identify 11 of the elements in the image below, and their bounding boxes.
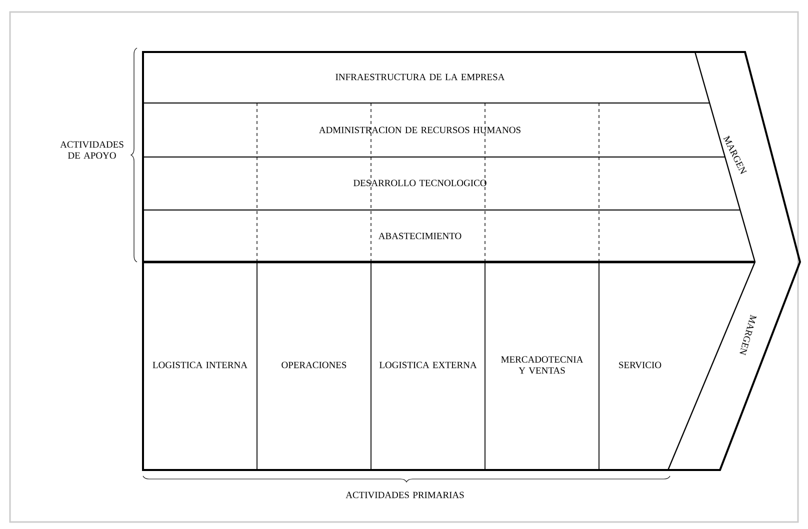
support-activity-row: INFRAESTRUCTURA DE LA EMPRESA: [336, 74, 505, 80]
primary-activity-column: LOGISTICA INTERNA: [152, 362, 248, 368]
support-activities-label: ACTIVIDADES DE APOYO: [60, 141, 124, 159]
support-activity-row: ADMINISTRACION DE RECURSOS HUMANOS: [319, 126, 520, 134]
support-activity-row: ABASTECIMIENTO: [378, 232, 462, 240]
primary-activity-column: LOGISTICA EXTERNA: [379, 362, 477, 368]
support-activity-row: DESARROLLO TECNOLOGICO: [354, 180, 486, 186]
primary-activity-column: MERCADOTECNIA Y VENTAS: [501, 356, 584, 374]
primary-activities-label: ACTIVIDADES PRIMARIAS: [346, 492, 464, 498]
primary-activity-column: OPERACIONES: [282, 362, 346, 368]
primary-activity-column: SERVICIO: [619, 362, 662, 368]
